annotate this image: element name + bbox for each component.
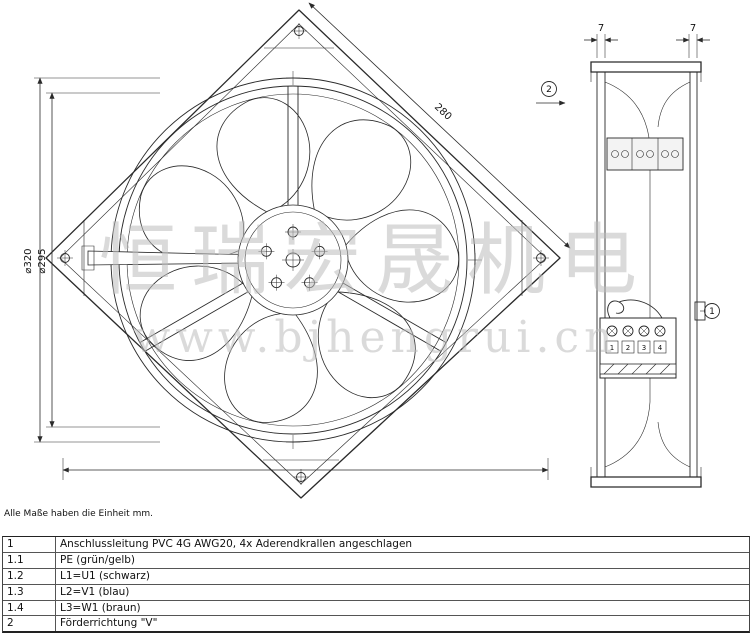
dim-depth-left: 7 xyxy=(584,23,618,58)
units-note: Alle Maße haben die Einheit mm. xyxy=(4,509,153,519)
dim-outer-label: ⌀320 xyxy=(23,248,34,273)
row-id: 1.1 xyxy=(3,552,56,568)
dim-side-label: 280 xyxy=(432,102,453,123)
row-text: L1=U1 (schwarz) xyxy=(60,569,150,582)
terminal-4: 4 xyxy=(658,344,663,352)
terminal-2: 2 xyxy=(626,344,630,352)
row-id: 1.4 xyxy=(3,600,56,616)
table-row: 1.3 L2=V1 (blau) xyxy=(3,584,749,601)
cable-curl xyxy=(607,299,663,319)
hub-section xyxy=(606,137,684,171)
dim-inner-label: ⌀295 xyxy=(37,248,48,273)
row-id: 1.2 xyxy=(3,568,56,584)
table-row: 1.4 L3=W1 (braun) xyxy=(3,600,749,617)
legend-table: 1 Anschlussleitung PVC 4G AWG20, 4x Ader… xyxy=(2,536,750,634)
table-row: 1.1 PE (grün/gelb) xyxy=(3,552,749,569)
fan-front-view: ⌀320 ⌀295 280 xyxy=(23,2,571,499)
table-row: 1 Anschlussleitung PVC 4G AWG20, 4x Ader… xyxy=(3,537,749,553)
struts xyxy=(139,86,447,352)
row-id: 1.3 xyxy=(3,584,56,600)
row-id: 1 xyxy=(3,537,56,552)
hub xyxy=(237,204,349,316)
technical-drawing: ⌀320 ⌀295 280 xyxy=(23,2,720,499)
terminal-box: 1 2 3 4 xyxy=(599,317,677,379)
row-text: Förderrichtung "V" xyxy=(60,617,158,630)
callout-1-label: 1 xyxy=(709,307,715,317)
row-text: PE (grün/gelb) xyxy=(60,553,136,566)
terminal-1: 1 xyxy=(610,344,614,352)
callout-cable-entry: 1 xyxy=(694,301,720,321)
table-row: 1.2 L1=U1 (schwarz) xyxy=(3,568,749,585)
fan-side-view: 1 2 3 4 1 2 7 xyxy=(536,23,720,488)
dim-bottom xyxy=(62,458,549,480)
dim-depth-left-label: 7 xyxy=(598,23,604,34)
row-text: L2=V1 (blau) xyxy=(60,585,130,598)
dim-diameters: ⌀320 ⌀295 xyxy=(23,77,160,443)
row-text: L3=W1 (braun) xyxy=(60,601,141,614)
callout-2-label: 2 xyxy=(546,85,552,95)
dim-depth-right-label: 7 xyxy=(690,23,696,34)
terminal-3: 3 xyxy=(642,344,646,352)
row-text: Anschlussleitung PVC 4G AWG20, 4x Aderen… xyxy=(60,538,413,550)
terminal-screws xyxy=(606,325,666,337)
row-id: 2 xyxy=(3,616,56,632)
dim-depth-right: 7 xyxy=(676,23,710,58)
side-outline xyxy=(590,61,702,488)
terminal-labels: 1 2 3 4 xyxy=(605,340,667,354)
table-row: 2 Förderrichtung "V" xyxy=(3,616,749,632)
callout-airflow: 2 xyxy=(536,81,566,106)
